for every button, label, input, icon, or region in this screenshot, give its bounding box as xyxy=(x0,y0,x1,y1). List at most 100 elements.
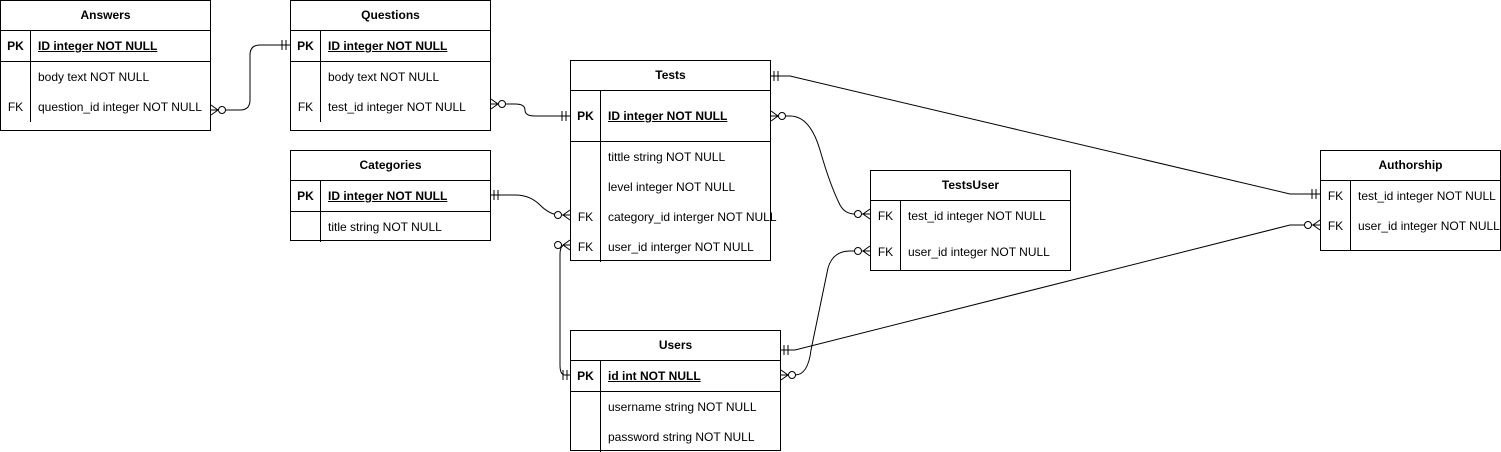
key-label: PK xyxy=(7,39,24,53)
crow-foot-zero-many-icon xyxy=(780,369,796,381)
field-row[interactable]: PK ID integer NOT NULL xyxy=(571,101,770,131)
crow-foot-zero-many-icon xyxy=(1304,219,1321,231)
one-and-only-one-icon xyxy=(561,111,567,121)
field-label: ID integer NOT NULL xyxy=(328,39,448,53)
field-row[interactable]: password string NOT NULL xyxy=(571,422,780,452)
key-label xyxy=(291,212,320,242)
crow-foot-zero-many-icon xyxy=(554,209,571,221)
field-label: category_id interger NOT NULL xyxy=(608,210,777,224)
key-label xyxy=(1,62,30,92)
key-label: FK xyxy=(877,209,894,223)
connector-tests-testsuser xyxy=(771,115,870,215)
one-and-only-one-icon xyxy=(1311,189,1317,199)
field-label: ID integer NOT NULL xyxy=(608,109,728,123)
fields-section: title string NOT NULL xyxy=(291,212,490,242)
key-label: PK xyxy=(577,369,594,383)
field-row[interactable]: PK ID integer NOT NULL xyxy=(1,31,210,61)
field-label: tittle string NOT NULL xyxy=(608,150,726,164)
crow-foot-zero-many-icon xyxy=(770,110,786,122)
field-label: ID integer NOT NULL xyxy=(38,39,158,53)
field-label: title string NOT NULL xyxy=(328,220,442,234)
field-label: level integer NOT NULL xyxy=(608,180,736,194)
key-label: FK xyxy=(877,245,894,259)
field-row[interactable]: username string NOT NULL xyxy=(571,392,780,422)
key-label xyxy=(291,62,320,92)
fields-section: body text NOT NULL FK question_id intege… xyxy=(1,62,210,122)
field-row[interactable]: tittle string NOT NULL xyxy=(571,142,770,172)
field-label: body text NOT NULL xyxy=(38,70,150,84)
key-label xyxy=(571,392,600,422)
field-label: ID integer NOT NULL xyxy=(328,189,448,203)
fields-section: username string NOT NULL password string… xyxy=(571,392,780,452)
one-and-only-one-icon xyxy=(562,370,568,380)
connector-users-testsuser xyxy=(781,250,870,376)
one-and-only-one-icon xyxy=(493,190,499,200)
crow-foot-zero-many-icon xyxy=(554,239,571,251)
field-row[interactable]: FK user_id integer NOT NULL xyxy=(1321,211,1500,241)
key-label xyxy=(571,142,600,172)
primary-key-section: PK ID integer NOT NULL xyxy=(1,31,210,62)
key-label: PK xyxy=(577,109,594,123)
field-row[interactable]: PK ID integer NOT NULL xyxy=(291,31,490,61)
key-label xyxy=(571,422,600,452)
field-label: question_id integer NOT NULL xyxy=(38,100,202,114)
one-and-only-one-icon xyxy=(773,71,779,81)
field-label: test_id integer NOT NULL xyxy=(328,100,466,114)
field-label: user_id interger NOT NULL xyxy=(608,240,754,254)
key-label: PK xyxy=(297,39,314,53)
connector-tests-users xyxy=(559,244,570,376)
fields-section: body text NOT NULL FK test_id integer NO… xyxy=(291,62,490,122)
field-row[interactable]: FK test_id integer NOT NULL xyxy=(291,92,490,122)
field-row[interactable]: PK id int NOT NULL xyxy=(571,361,780,391)
field-row[interactable]: FK user_id integer NOT NULL xyxy=(871,231,1070,271)
field-label: test_id integer NOT NULL xyxy=(908,209,1046,223)
entity-categories[interactable]: Categories PK ID integer NOT NULL title … xyxy=(290,150,491,242)
connector-answers-questions xyxy=(211,44,290,111)
entity-tests[interactable]: Tests PK ID integer NOT NULL tittle stri… xyxy=(570,60,777,262)
key-label: FK xyxy=(297,100,314,114)
field-row[interactable]: FK user_id interger NOT NULL xyxy=(571,232,770,262)
key-label: FK xyxy=(577,240,594,254)
entity-title: Questions xyxy=(291,1,490,31)
field-row[interactable]: PK ID integer NOT NULL xyxy=(291,181,490,211)
key-label: FK xyxy=(577,210,594,224)
field-label: password string NOT NULL xyxy=(608,430,755,444)
field-row[interactable]: FK test_id integer NOT NULL xyxy=(871,201,1070,231)
entity-questions[interactable]: Questions PK ID integer NOT NULL body te… xyxy=(290,0,491,131)
fields-section: FK test_id integer NOT NULL FK user_id i… xyxy=(871,201,1070,271)
field-row[interactable]: body text NOT NULL xyxy=(1,62,210,92)
field-row[interactable]: FK category_id interger NOT NULL xyxy=(571,202,777,232)
one-and-only-one-icon xyxy=(281,40,287,50)
entity-testsuser[interactable]: TestsUser FK test_id integer NOT NULL FK… xyxy=(870,170,1071,271)
crow-foot-zero-many-icon xyxy=(210,104,226,116)
key-label: FK xyxy=(1327,219,1344,233)
key-label: FK xyxy=(1327,189,1344,203)
fields-section: tittle string NOT NULL level integer NOT… xyxy=(571,142,777,262)
field-label: username string NOT NULL xyxy=(608,400,757,414)
field-row[interactable]: FK test_id integer NOT NULL xyxy=(1321,181,1500,211)
field-row[interactable]: FK question_id integer NOT NULL xyxy=(1,92,210,122)
key-label: FK xyxy=(7,100,24,114)
field-row[interactable]: body text NOT NULL xyxy=(291,62,490,92)
field-row[interactable]: level integer NOT NULL xyxy=(571,172,770,202)
fields-section: FK test_id integer NOT NULL FK user_id i… xyxy=(1321,181,1500,251)
primary-key-section: PK ID integer NOT NULL xyxy=(571,91,770,142)
crow-foot-zero-many-icon xyxy=(490,98,506,110)
primary-key-section: PK ID integer NOT NULL xyxy=(291,181,490,212)
connector-categories-tests xyxy=(491,194,570,216)
field-label: body text NOT NULL xyxy=(328,70,440,84)
key-label xyxy=(571,172,600,202)
entity-authorship[interactable]: Authorship FK test_id integer NOT NULL F… xyxy=(1320,150,1501,251)
field-label: id int NOT NULL xyxy=(608,369,701,383)
entity-answers[interactable]: Answers PK ID integer NOT NULL body text… xyxy=(0,0,211,131)
entity-title: Authorship xyxy=(1321,151,1500,181)
field-label: test_id integer NOT NULL xyxy=(1358,189,1496,203)
entity-users[interactable]: Users PK id int NOT NULL username string… xyxy=(570,330,781,452)
field-label: user_id integer NOT NULL xyxy=(1358,219,1500,233)
crow-foot-zero-many-icon xyxy=(854,245,871,257)
one-and-only-one-icon xyxy=(783,345,789,355)
primary-key-section: PK id int NOT NULL xyxy=(571,361,780,392)
field-row[interactable]: title string NOT NULL xyxy=(291,212,490,242)
crow-foot-zero-many-icon xyxy=(854,208,871,220)
